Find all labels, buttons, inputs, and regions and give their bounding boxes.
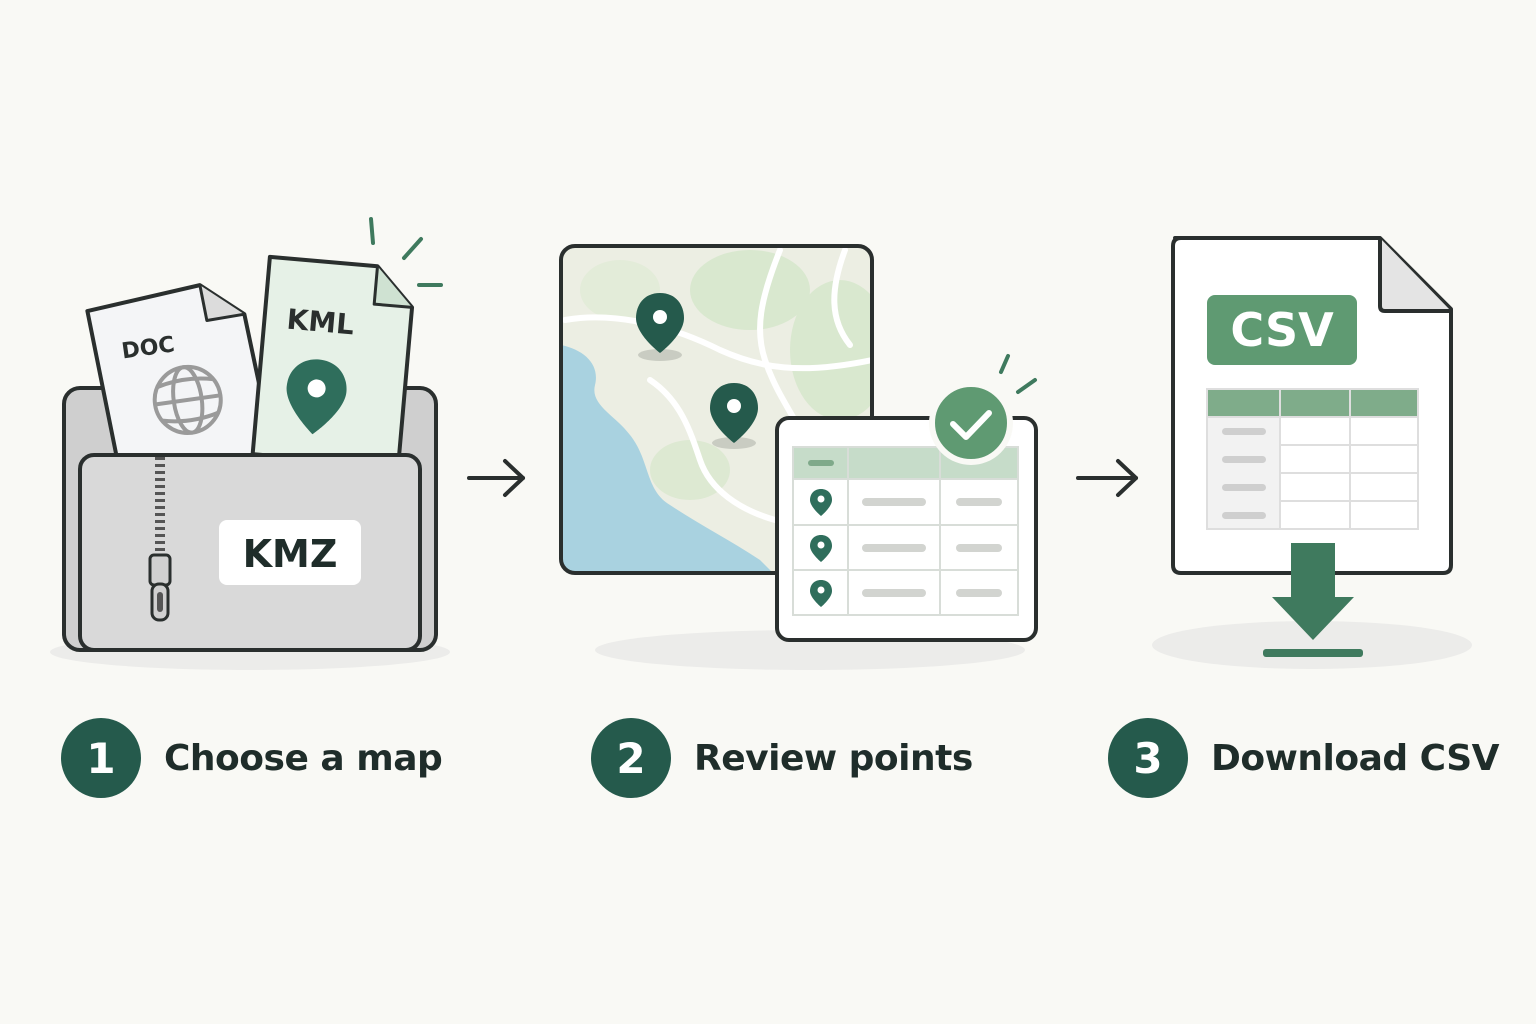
check-icon bbox=[929, 381, 1013, 465]
arrow-right-icon bbox=[1076, 459, 1138, 497]
csv-label-box bbox=[1207, 295, 1357, 365]
step-3: 3 Download CSV bbox=[1108, 718, 1500, 798]
map-pin-icon bbox=[710, 383, 758, 449]
doc-file-icon: DOC bbox=[85, 283, 277, 480]
step-2-number: 2 bbox=[591, 718, 671, 798]
arrow-right-icon bbox=[467, 459, 525, 497]
map-pin-icon bbox=[636, 293, 684, 361]
step-1-number: 1 bbox=[61, 718, 141, 798]
globe-icon bbox=[152, 364, 223, 435]
download-arrow-icon bbox=[1263, 543, 1363, 657]
step3-illustration: CSV bbox=[1152, 236, 1472, 669]
csv-label: CSV bbox=[1230, 303, 1334, 357]
kmz-label: KMZ bbox=[243, 532, 338, 576]
step-1-label: Choose a map bbox=[164, 737, 443, 779]
sparkle-icon bbox=[369, 217, 443, 287]
step-3-number: 3 bbox=[1108, 718, 1188, 798]
step-2: 2 Review points bbox=[591, 718, 973, 798]
step-1: 1 Choose a map bbox=[61, 718, 443, 798]
sparkle-icon bbox=[999, 354, 1037, 394]
step3-shadow bbox=[1152, 621, 1472, 669]
kmz-label-box bbox=[219, 520, 361, 585]
step2-illustration bbox=[559, 244, 1038, 670]
zipper-icon bbox=[148, 457, 172, 622]
kml-file-icon: KML bbox=[250, 254, 415, 469]
kml-label: KML bbox=[285, 303, 355, 342]
step1-illustration: DOC KML bbox=[50, 217, 450, 670]
spreadsheet-icon bbox=[1206, 388, 1419, 530]
step-2-label: Review points bbox=[694, 737, 973, 779]
step-3-label: Download CSV bbox=[1211, 737, 1500, 779]
